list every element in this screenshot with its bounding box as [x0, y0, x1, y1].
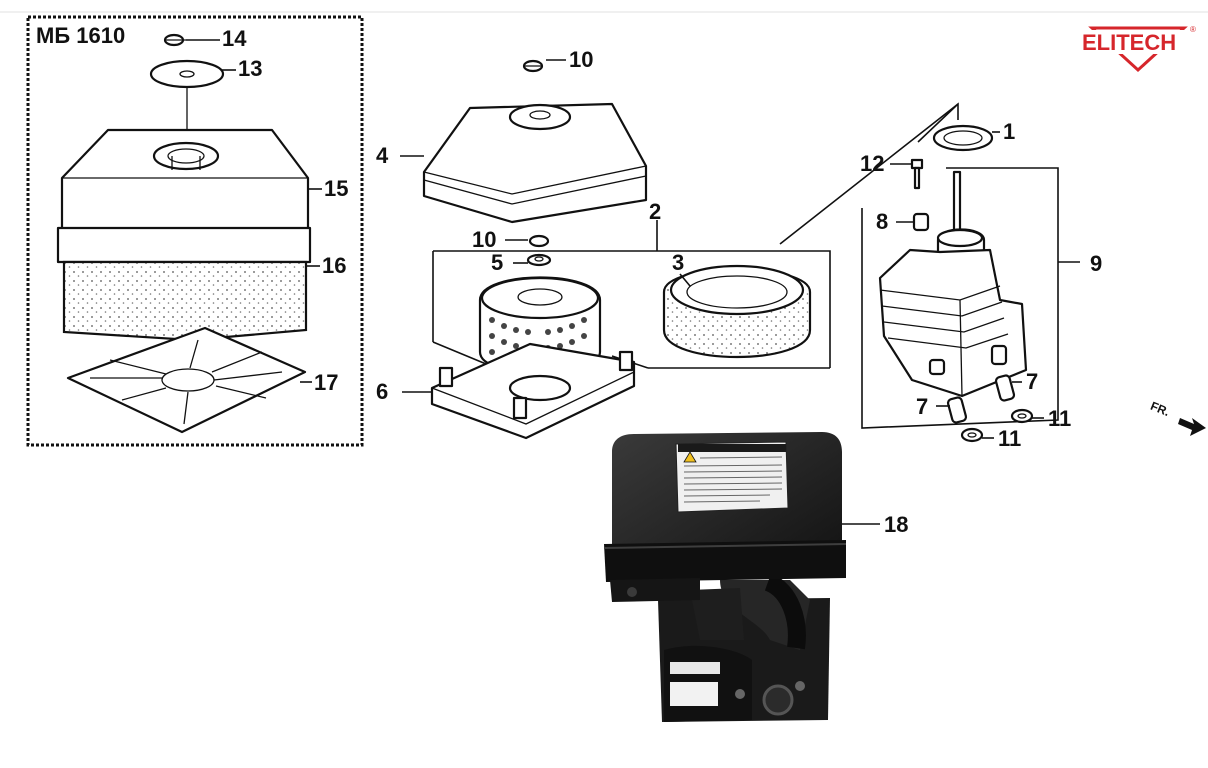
center-assembly: 10 4 10 2 5	[376, 47, 831, 440]
model-label: МБ 1610	[36, 23, 125, 48]
part-12-bolt	[910, 158, 924, 190]
part-10-wing-nut-top	[522, 59, 544, 73]
part-9-air-case	[878, 228, 1028, 398]
part-7-pin-b	[946, 396, 968, 424]
part-11-nut-b	[960, 427, 984, 443]
label-16: 16	[322, 253, 346, 278]
part-17-grid	[66, 326, 307, 434]
label-18: 18	[884, 512, 908, 537]
part-3-outer-element	[662, 264, 812, 358]
part-6-base	[430, 342, 636, 440]
brand-reg-mark: ®	[1190, 25, 1196, 34]
brand-name: ELITECH	[1082, 30, 1176, 55]
part-5-grommet	[526, 253, 552, 267]
label-8: 8	[876, 209, 888, 234]
label-5: 5	[491, 250, 503, 275]
front-direction-indicator: FR.	[1148, 399, 1206, 436]
part-14-wing-nut	[163, 33, 186, 47]
part-18-photo	[603, 432, 847, 722]
part-13-washer	[149, 59, 225, 89]
part-8-collar	[912, 212, 930, 232]
label-4: 4	[376, 143, 389, 168]
label-15: 15	[324, 176, 348, 201]
label-7-b: 7	[916, 394, 928, 419]
part-11-nut-a	[1010, 408, 1034, 424]
label-7-a: 7	[1026, 369, 1038, 394]
label-12: 12	[860, 151, 884, 176]
arrow-icon	[1178, 418, 1206, 436]
part-15-cover	[56, 128, 312, 264]
label-9: 9	[1090, 251, 1102, 276]
label-10-lower: 10	[472, 227, 496, 252]
label-11-b: 11	[998, 426, 1021, 451]
fr-label: FR.	[1148, 399, 1171, 419]
right-assembly: 1 12 8 9	[779, 102, 1102, 451]
label-13: 13	[238, 56, 262, 81]
label-11-a: 11	[1048, 406, 1071, 431]
label-3: 3	[672, 250, 684, 275]
stud	[952, 170, 962, 234]
label-6: 6	[376, 379, 388, 404]
elitech-logo: ELITECH ®	[1080, 25, 1196, 73]
part-10-wing-nut-lower	[528, 234, 550, 248]
label-17: 17	[314, 370, 338, 395]
label-14: 14	[222, 26, 247, 51]
label-1: 1	[1003, 119, 1015, 144]
part-1-gasket	[932, 124, 994, 152]
model-inset: МБ 1610 14 13 15	[26, 15, 364, 447]
part-4-cover	[422, 102, 648, 224]
part-16-foam-element	[62, 260, 308, 342]
label-10-top: 10	[569, 47, 593, 72]
part-7-pin-a	[994, 374, 1016, 402]
label-2: 2	[649, 199, 661, 224]
